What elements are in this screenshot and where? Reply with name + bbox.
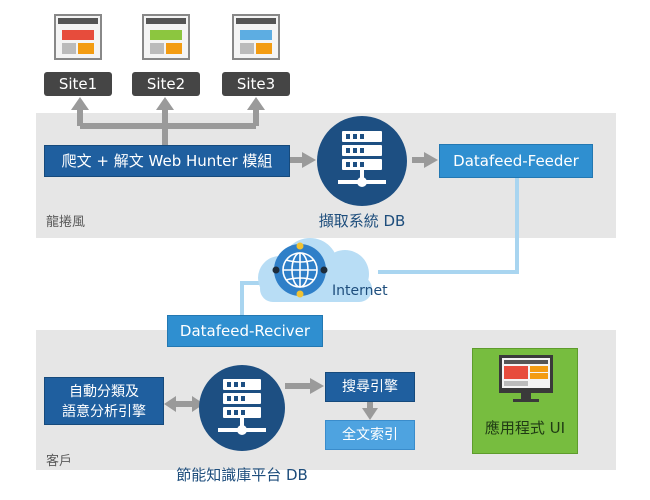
site3-page-icon <box>232 14 280 60</box>
capture-db-server-icon <box>316 115 408 207</box>
arrow-crawler-db <box>302 152 316 168</box>
datafeed-receiver-box[interactable]: Datafeed-Reciver <box>167 315 323 347</box>
arrow-up-site1 <box>71 97 89 110</box>
arrow-up-site3 <box>247 97 265 110</box>
classify-engine-label: 自動分類及 語意分析引擎 <box>62 384 146 420</box>
feeder-internet-line <box>378 178 519 274</box>
site1-label[interactable]: Site1 <box>44 72 112 96</box>
full-text-index-box[interactable]: 全文索引 <box>325 420 415 450</box>
internet-label: Internet <box>332 283 388 299</box>
crawler-module-box[interactable]: 爬文 + 解文 Web Hunter 模組 <box>44 145 290 177</box>
app-ui-box[interactable]: 應用程式 UI <box>472 348 578 454</box>
top-region-label: 龍捲風 <box>46 215 86 230</box>
datafeed-feeder-box[interactable]: Datafeed-Feeder <box>439 144 593 178</box>
monitor-icon <box>499 355 553 402</box>
site1-page-icon <box>54 14 102 60</box>
capture-db-label: 擷取系統 DB <box>318 212 406 230</box>
bottom-region-label: 客戶 <box>46 454 73 469</box>
app-ui-label: 應用程式 UI <box>484 419 566 437</box>
arrow-db-search <box>310 378 324 394</box>
arrow-db-to-classify <box>164 396 176 412</box>
internet-receiver-line <box>240 281 265 315</box>
crawler-to-sites-lines <box>77 105 259 145</box>
search-engine-box[interactable]: 搜尋引擎 <box>325 372 415 402</box>
site3-label[interactable]: Site3 <box>222 72 290 96</box>
arrow-search-index <box>362 408 378 420</box>
knowledge-db-label: 節能知識庫平台 DB <box>176 466 308 484</box>
arrow-db-feeder <box>424 152 438 168</box>
arrow-classify-to-db <box>192 396 204 412</box>
site2-label[interactable]: Site2 <box>132 72 200 96</box>
knowledge-db-server-icon <box>198 364 286 452</box>
classify-engine-box[interactable]: 自動分類及 語意分析引擎 <box>44 377 164 425</box>
internet-cloud <box>250 236 382 306</box>
site2-page-icon <box>142 14 190 60</box>
arrow-up-site2 <box>156 97 174 110</box>
